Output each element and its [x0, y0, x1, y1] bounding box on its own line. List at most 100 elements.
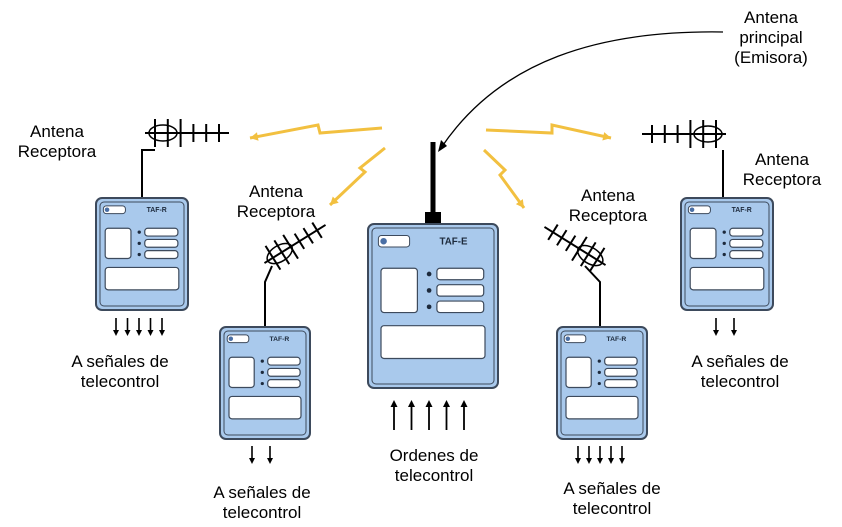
- receiver-antenna-label-line-1: Antena: [249, 182, 303, 201]
- arrow-head: [731, 330, 737, 336]
- output-label-inner-left: A señales de telecontrol: [200, 483, 324, 523]
- output-arrows-inner-right: [575, 446, 625, 464]
- signal-to-inner-left: [328, 146, 386, 207]
- device-led: [722, 252, 726, 257]
- receiver-antenna-label-top-right: Antena Receptora: [730, 150, 834, 190]
- antenna-element: [264, 245, 282, 271]
- antenna-element: [282, 234, 299, 260]
- device-button: [604, 379, 638, 389]
- device-led: [597, 381, 601, 386]
- device-logo: [377, 234, 411, 248]
- output-label-line-1: A señales de: [213, 483, 311, 502]
- main-antenna-label-line-3: (Emisora): [734, 48, 808, 67]
- receiver-antenna-label-line-1: Antena: [755, 150, 809, 169]
- antenna-element: [564, 235, 577, 252]
- arrow-head: [619, 458, 625, 464]
- output-arrows-inner-left: [249, 446, 273, 464]
- main-antenna-pointer-head: [438, 140, 447, 152]
- receiver-antenna-label-inner-left: Antena Receptora: [225, 182, 327, 222]
- receiver-antenna-label-line-2: Receptora: [742, 170, 822, 189]
- output-label-line-2: telecontrol: [80, 372, 160, 391]
- antenna-element: [579, 241, 597, 267]
- receiver-antenna-top-left: [145, 119, 229, 147]
- signal-to-top-right: [485, 123, 612, 140]
- device-logo-mark: [380, 237, 387, 245]
- device-button: [267, 367, 301, 377]
- arrow-head: [425, 400, 433, 407]
- device-terminal-panel: [380, 325, 486, 360]
- arrow-head: [586, 458, 592, 464]
- device-button: [144, 238, 179, 248]
- arrow-head: [249, 458, 255, 464]
- main-transmitter-device: TAF-E: [367, 223, 499, 389]
- arrow-head: [460, 400, 468, 407]
- device-led: [722, 230, 726, 234]
- device-model-label: TAF-R: [147, 207, 167, 214]
- device-button: [267, 356, 301, 366]
- antenna-boom: [263, 224, 327, 264]
- radio-signals: [249, 123, 612, 209]
- signal-arrowhead: [602, 132, 611, 141]
- device-led: [137, 252, 141, 257]
- signal-to-top-left: [249, 123, 383, 140]
- signal-arrows: [113, 318, 737, 464]
- device-button: [729, 250, 764, 260]
- arrow-head: [147, 330, 154, 336]
- device-led: [597, 359, 601, 363]
- device-logo: [563, 334, 587, 344]
- antenna-element: [571, 236, 588, 262]
- remote-device-inner-left: TAF-R: [219, 326, 311, 440]
- device-inner-frame: [684, 201, 770, 307]
- device-logo-mark: [228, 336, 234, 342]
- output-label-left: A señales de telecontrol: [58, 352, 182, 392]
- device-button: [729, 238, 764, 248]
- arrow-head: [159, 330, 165, 336]
- antenna-boom: [543, 226, 607, 266]
- device-button: [729, 227, 764, 237]
- receiver-antenna-label-line-2: Receptora: [17, 142, 97, 161]
- arrow-head: [713, 330, 719, 336]
- antenna-element: [556, 229, 568, 246]
- input-arrows-main: [390, 400, 468, 430]
- receiver-antenna-label-line-1: Antena: [30, 122, 84, 141]
- device-logo-mark: [104, 207, 110, 213]
- main-antenna-label-line-1: Antena: [744, 8, 798, 27]
- device-display: [689, 227, 717, 260]
- device-button: [144, 227, 179, 237]
- device-led: [426, 304, 432, 310]
- main-antenna-label-line-2: principal: [739, 28, 803, 47]
- device-button: [604, 367, 638, 377]
- device-button: [144, 250, 179, 260]
- receiver-antenna-top-right: [642, 120, 726, 148]
- device-led: [260, 381, 264, 386]
- antenna-coil: [266, 242, 294, 265]
- signal-arrowhead: [330, 196, 339, 205]
- device-led: [597, 370, 601, 374]
- remote-device-inner-right: TAF-R: [556, 326, 648, 440]
- device-terminal-panel: [228, 395, 302, 420]
- device-logo-mark: [689, 207, 695, 213]
- receiver-antenna-label-line-2: Receptora: [568, 206, 648, 225]
- device-logo: [102, 205, 126, 215]
- output-label-line-2: telecontrol: [222, 503, 302, 522]
- arrow-head: [408, 400, 415, 407]
- device-model-label: TAF-R: [607, 336, 627, 343]
- output-label-line-1: A señales de: [691, 352, 789, 371]
- receiver-antenna-label-line-2: Receptora: [236, 202, 316, 221]
- arrow-head: [390, 400, 398, 407]
- antenna-coil: [148, 124, 178, 142]
- device-display: [380, 267, 419, 314]
- cable-inner-left: [264, 265, 273, 330]
- device-inner-frame: [560, 330, 644, 436]
- antenna-element: [547, 224, 559, 241]
- device-terminal-panel: [689, 266, 765, 291]
- arrow-head: [608, 458, 614, 464]
- remote-device-top-left: TAF-R: [95, 197, 189, 311]
- device-inner-frame: [99, 201, 185, 307]
- output-label-inner-right: A señales de telecontrol: [550, 479, 674, 519]
- device-led: [722, 241, 726, 246]
- device-button: [436, 267, 485, 281]
- arrow-head: [597, 458, 603, 464]
- device-terminal-panel: [104, 266, 180, 291]
